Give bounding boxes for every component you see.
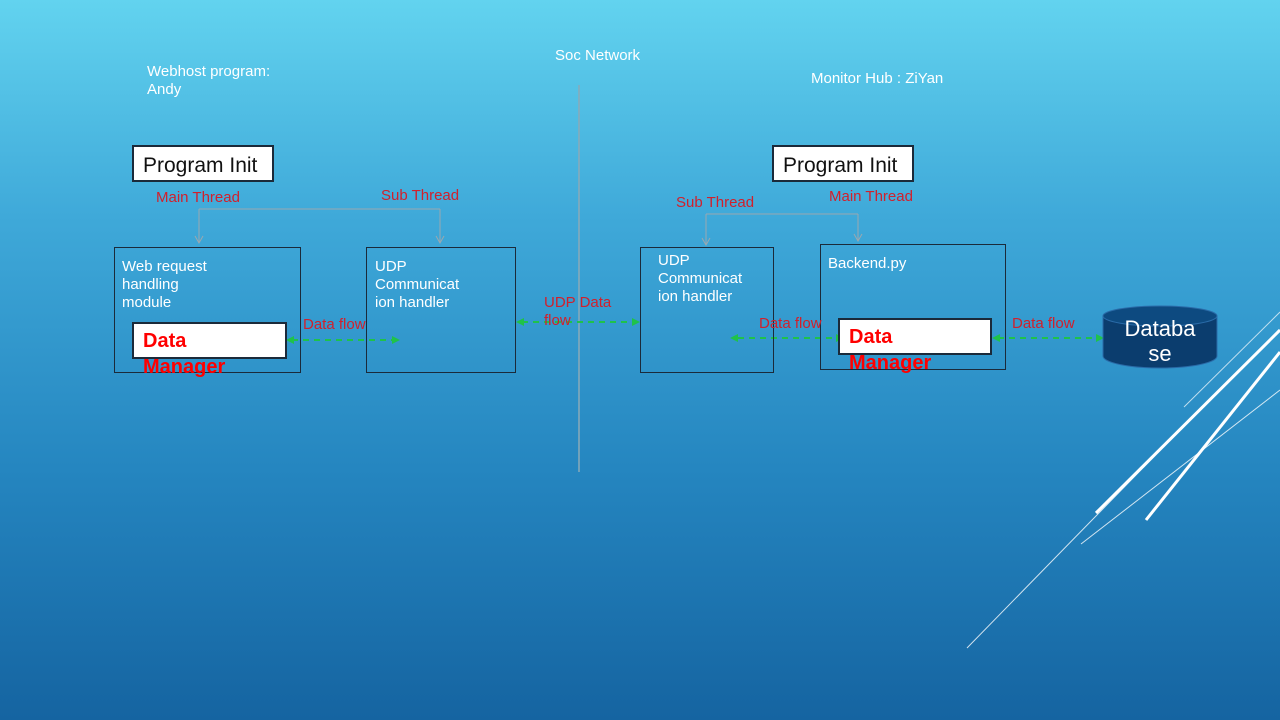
right-main-thread-label: Main Thread: [829, 188, 913, 205]
left-main-thread-label: Main Thread: [156, 189, 240, 206]
udp-flow-line1: UDP Data: [544, 294, 612, 311]
network-label: Soc Network: [555, 47, 641, 64]
left-data-flow-label: Data flow: [303, 316, 366, 333]
web-request-module-box: [114, 247, 301, 373]
left-sub-thread-label: Sub Thread: [381, 187, 460, 204]
database-line2: se: [1148, 341, 1172, 366]
left-program-init-label: Program Init: [143, 154, 258, 177]
database-line1: Databa: [1124, 316, 1196, 341]
left-udp-line2: Communicat: [375, 276, 460, 293]
right-udp-line2: Communicat: [658, 270, 743, 287]
right-udp-line3: ion handler: [658, 288, 733, 305]
right-data-manager-box: Data Manager: [838, 318, 992, 374]
right-sub-thread-label: Sub Thread: [676, 194, 755, 211]
left-udp-handler-label: UDP Communicat ion handler: [375, 258, 459, 312]
left-udp-line1: UDP: [375, 258, 407, 275]
right-udp-line1: UDP: [658, 252, 690, 269]
database-data-flow-label: Data flow: [1012, 315, 1075, 332]
right-udp-handler-box: [640, 247, 774, 373]
database-cylinder: [1102, 305, 1218, 369]
left-udp-handler-box: [366, 247, 516, 373]
database-label: Databa se: [1103, 316, 1217, 366]
web-module-line1: Web request: [122, 258, 207, 275]
web-request-module-label: Web request handling module: [122, 258, 207, 312]
right-program-init-box: Program Init: [772, 145, 914, 182]
left-program-title: Webhost program: Andy: [147, 63, 270, 99]
right-thread-connectors: [701, 213, 863, 247]
udp-flow-line2: flow: [544, 312, 571, 329]
left-title-line1: Webhost program:: [147, 63, 271, 80]
decorative-lines: [966, 311, 1280, 649]
right-data-manager-label: Data Manager: [849, 326, 932, 374]
left-title-line2: Andy: [147, 81, 182, 98]
right-program-init-label: Program Init: [783, 154, 898, 177]
web-module-line2: handling: [122, 276, 179, 293]
right-data-flow-label: Data flow: [759, 315, 822, 332]
left-data-manager-box: Data Manager: [132, 322, 287, 378]
left-data-manager-label: Data Manager: [143, 330, 226, 378]
backend-box: [820, 244, 1006, 370]
data-flow-arrows: [292, 321, 1098, 341]
web-module-line3: module: [122, 294, 172, 311]
left-udp-line3: ion handler: [375, 294, 450, 311]
udp-data-flow-label: UDP Data flow: [544, 294, 611, 330]
left-program-init-box: Program Init: [132, 145, 274, 182]
backend-label: Backend.py: [828, 255, 907, 272]
left-thread-connectors: [194, 208, 445, 245]
right-udp-handler-label: UDP Communicat ion handler: [658, 252, 742, 306]
right-program-title: Monitor Hub : ZiYan: [811, 70, 944, 87]
